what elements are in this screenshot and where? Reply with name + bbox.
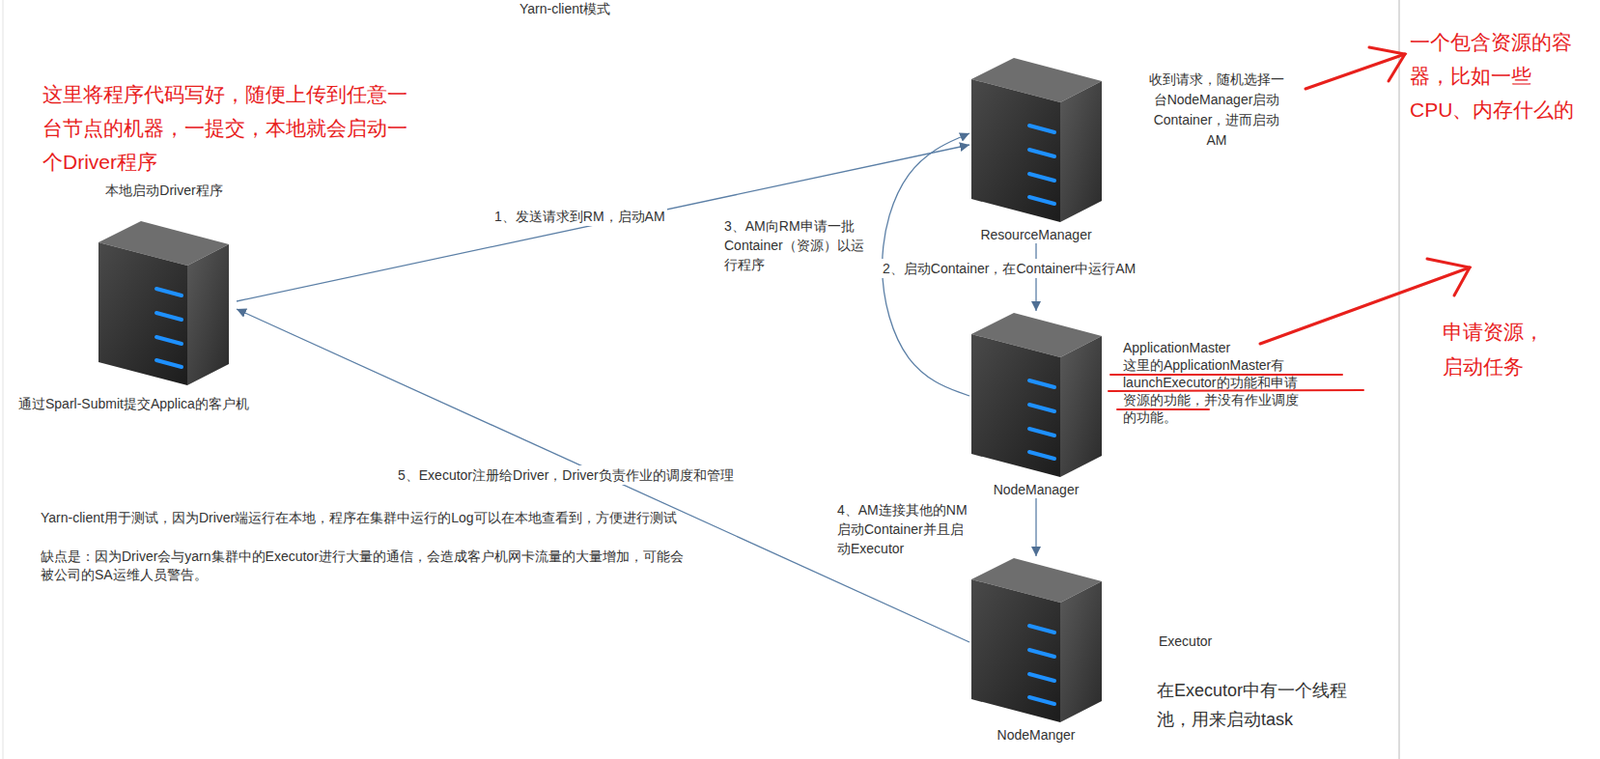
- component-name: ApplicationMaster: [1122, 338, 1231, 357]
- flow-arrow: [236, 144, 970, 302]
- panel-border: [1398, 0, 1401, 759]
- flow-arrow: [1035, 498, 1037, 557]
- node-label: ResourceManager: [980, 225, 1092, 244]
- server-node: 本地启动Driver程序: [91, 181, 237, 406]
- server-node: NodeManger: [969, 556, 1103, 744]
- edge-label: 3、AM向RM申请一批Container（资源）以运行程序: [722, 216, 871, 275]
- node-label: NodeManager: [993, 480, 1080, 499]
- icon-space: [1031, 56, 1041, 226]
- server-icon: [971, 558, 1102, 723]
- icon-space: [1031, 556, 1041, 727]
- note: 在Executor中有一个线程池，用来启动task: [1156, 675, 1355, 734]
- node-label: 本地启动Driver程序: [105, 181, 223, 199]
- server-icon: [971, 57, 1102, 223]
- diagram-title: Yarn-client模式: [519, 0, 611, 18]
- edge-label: 5、Executor注册给Driver，Driver负责作业的调度和管理: [395, 465, 736, 485]
- edge-label: 1、发送请求到RM，启动AM: [492, 206, 668, 226]
- server-icon: [971, 312, 1102, 478]
- red-note: 申请资源，启动任务: [1442, 314, 1549, 385]
- server-node: ResourceManager: [969, 56, 1103, 244]
- red-note: 一个包含资源的容器，比如一些CPU、内存什么的: [1409, 25, 1584, 127]
- note: 收到请求，随机选择一台NodeManager启动Container，进而启动AM: [1144, 69, 1290, 151]
- red-note: 这里将程序代码写好，随便上传到任意一台节点的机器，一提交，本地就会启动一个Dri…: [42, 77, 424, 179]
- panel-border: [2, 0, 4, 759]
- node-label: NodeManger: [997, 726, 1076, 744]
- icon-space: [159, 198, 169, 406]
- edge-label: 4、AM连接其他的NM启动Container并且启动Executor: [835, 500, 975, 559]
- component-name: Executor: [1158, 632, 1212, 650]
- note: Yarn-client用于测试，因为Driver端运行在本地，程序在集群中运行的…: [40, 508, 688, 528]
- icon-space: [1031, 310, 1041, 481]
- server-node: NodeManager: [969, 310, 1103, 499]
- note: 缺点是：因为Driver会与yarn集群中的Executor进行大量的通信，会造…: [40, 547, 688, 585]
- node-caption: 通过Sparl-Submit提交Applica的客户机: [18, 394, 250, 413]
- server-icon: [98, 221, 229, 386]
- edge-label: 2、启动Container，在Container中运行AM: [880, 258, 1138, 279]
- note: 这里的ApplicationMaster有launchExecutor的功能和申…: [1122, 356, 1307, 426]
- flow-arrow: [236, 308, 970, 643]
